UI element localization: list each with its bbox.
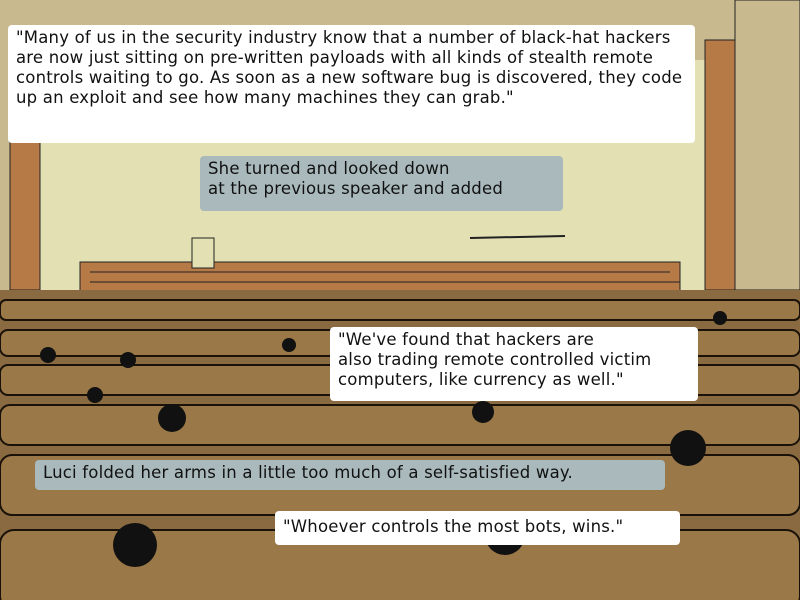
left-pillar [9, 129, 41, 291]
narration-caption-1: She turned and looked down at the previo… [200, 156, 563, 211]
stage [79, 261, 681, 293]
side-wall-right [734, 0, 800, 291]
quote-caption-3: "Whoever controls the most bots, wins." [275, 511, 680, 545]
podium [191, 237, 215, 269]
quote-caption-2: "We've found that hackers are also tradi… [330, 327, 698, 401]
narration-caption-2: Luci folded her arms in a little too muc… [35, 460, 665, 490]
quote-caption-1: "Many of us in the security industry kno… [8, 25, 695, 143]
right-pillar [704, 39, 736, 291]
